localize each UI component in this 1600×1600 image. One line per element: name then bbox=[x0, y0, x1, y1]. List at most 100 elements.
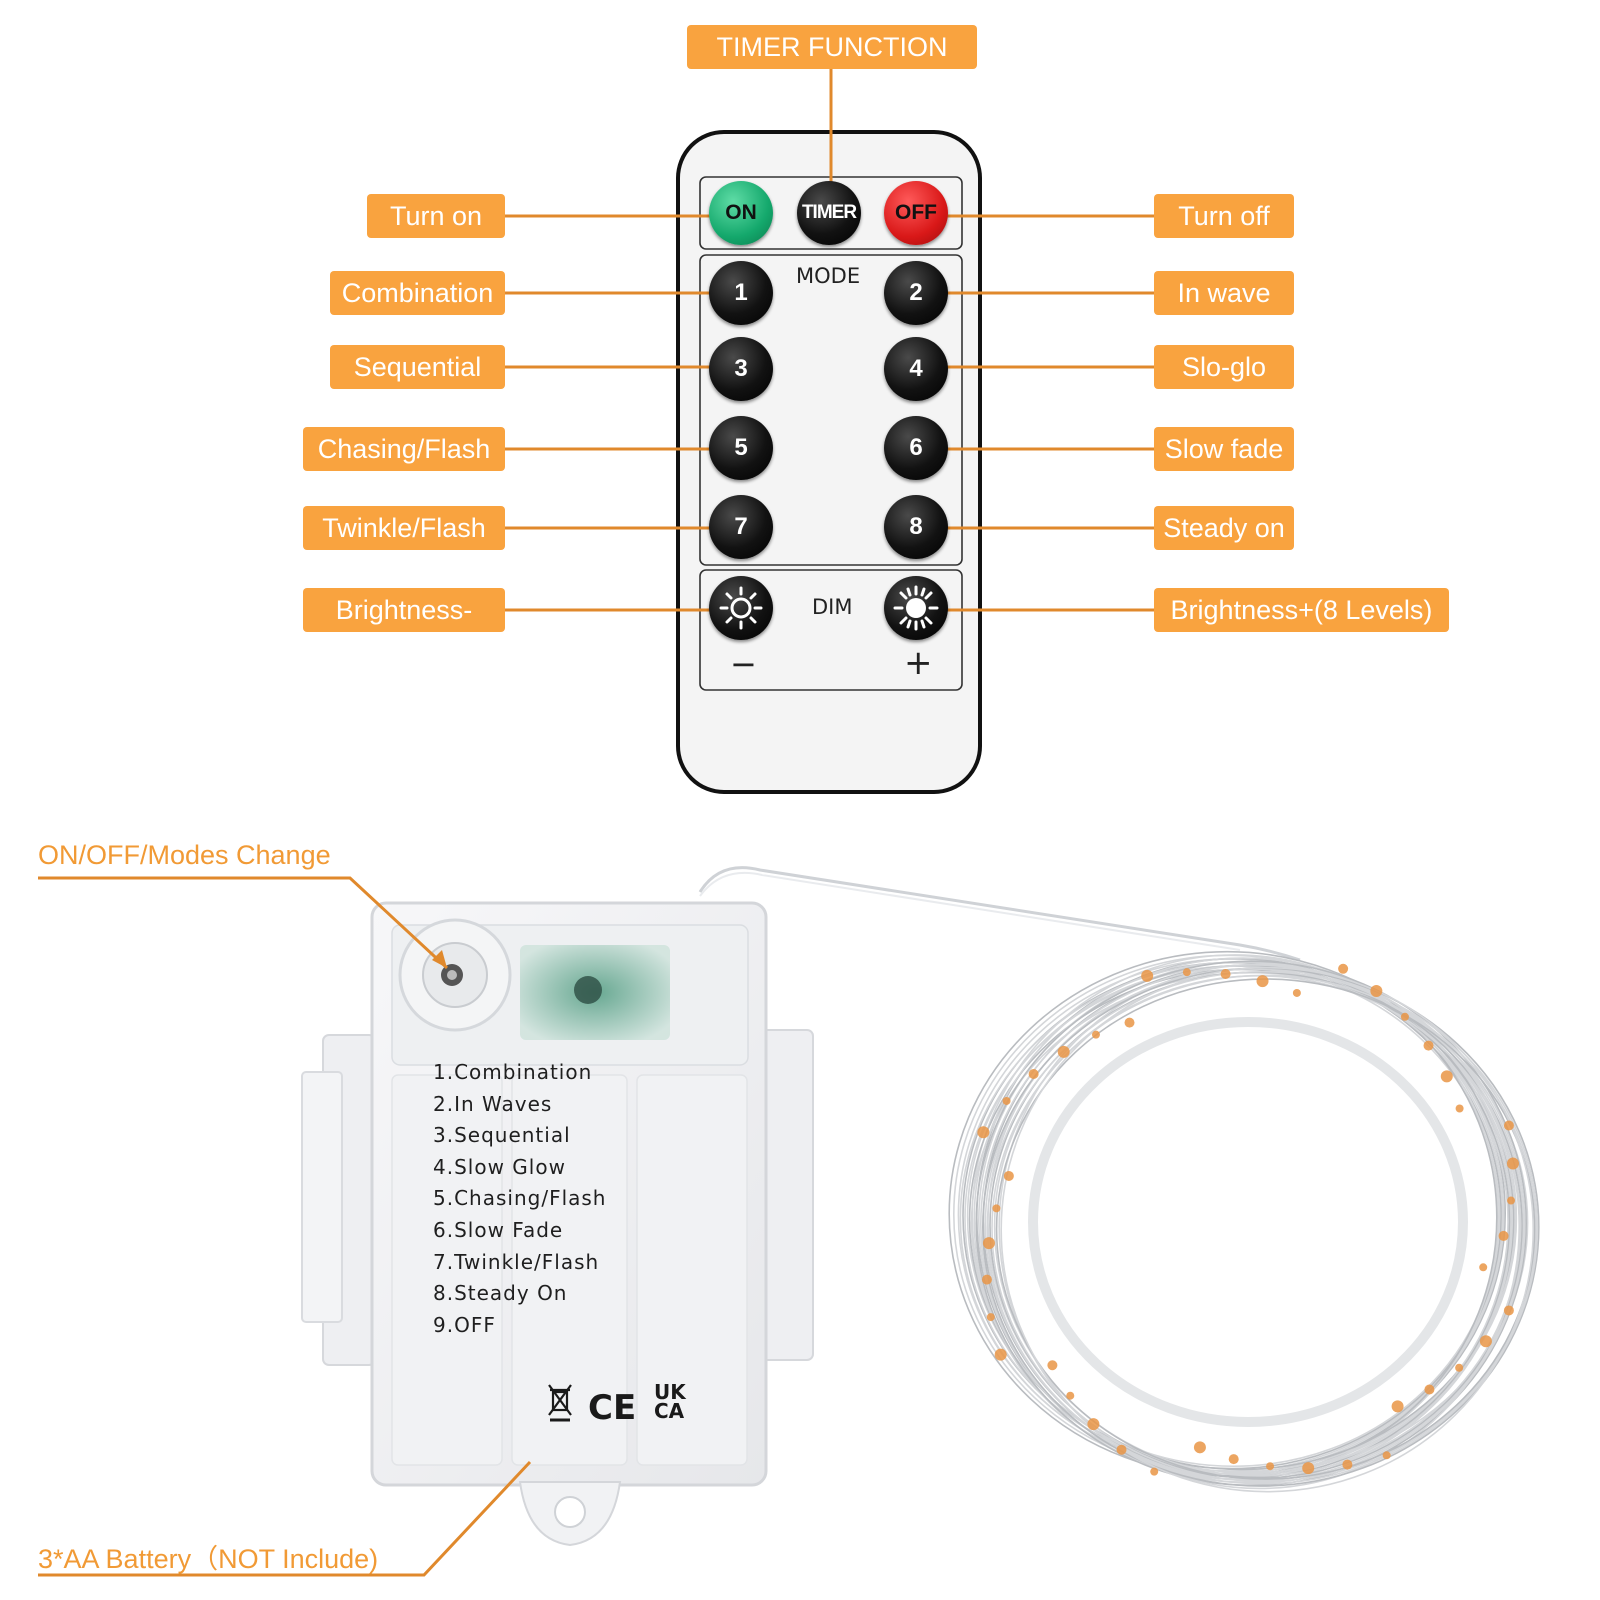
led-bulb bbox=[1423, 1040, 1434, 1051]
brightness-up-button[interactable] bbox=[884, 576, 948, 640]
led-bulb bbox=[1150, 1467, 1159, 1476]
led-bulb bbox=[1087, 1418, 1100, 1431]
on-button[interactable]: ON bbox=[709, 181, 773, 245]
label-chasing-flash: Chasing/Flash bbox=[303, 427, 505, 471]
dim-text: DIM bbox=[812, 595, 853, 619]
led-bulb bbox=[1047, 1360, 1058, 1371]
led-bulb bbox=[1479, 1335, 1492, 1348]
coil-inner-edge bbox=[1028, 1017, 1468, 1427]
led-bulb bbox=[1503, 1305, 1514, 1316]
box-mode-item: 6.Slow Fade bbox=[433, 1217, 564, 1242]
off-button[interactable]: OFF bbox=[884, 181, 948, 245]
led-bulb bbox=[1057, 1045, 1070, 1058]
box-mode-item: 1.Combination bbox=[433, 1060, 593, 1084]
led-bulb bbox=[1220, 969, 1231, 980]
plus-symbol: + bbox=[904, 643, 933, 683]
timer-function-label: TIMER FUNCTION bbox=[687, 25, 977, 69]
box-mode-item: 8.Steady On bbox=[433, 1281, 568, 1306]
remote-dim-panel bbox=[699, 569, 963, 691]
brightness-down-button[interactable] bbox=[709, 576, 773, 640]
wire bbox=[698, 866, 1301, 962]
box-mode-list: 1.Combination 2.In Waves 3.Sequential 4.… bbox=[433, 1057, 606, 1341]
led-bulb bbox=[1002, 1096, 1011, 1105]
mode-button-1[interactable]: 1 bbox=[709, 261, 773, 325]
mode-button-7[interactable]: 7 bbox=[709, 495, 773, 559]
led-bulb bbox=[1256, 975, 1269, 988]
led-bulb bbox=[1338, 963, 1349, 974]
label-turn-on: Turn on bbox=[367, 194, 505, 238]
light-coil bbox=[948, 950, 1540, 1493]
ce-mark: CE bbox=[588, 1388, 637, 1428]
box-mode-item: 7.Twinkle/Flash bbox=[433, 1249, 600, 1274]
led-bulb bbox=[1193, 1441, 1206, 1454]
mode-button-4[interactable]: 4 bbox=[884, 337, 948, 401]
label-slow-fade: Slow fade bbox=[1154, 427, 1294, 471]
label-turn-off: Turn off bbox=[1154, 194, 1294, 238]
timer-button[interactable]: TIMER bbox=[797, 181, 861, 245]
label-twinkle-flash: Twinkle/Flash bbox=[303, 506, 505, 550]
box-mode-item: 4.Slow Glow bbox=[433, 1154, 566, 1179]
right-connectors bbox=[918, 214, 1154, 612]
label-brightness-plus: Brightness+(8 Levels) bbox=[1154, 588, 1449, 632]
led-bulb bbox=[1506, 1157, 1519, 1170]
led-bulb bbox=[1003, 1170, 1014, 1181]
led-bulb bbox=[1455, 1363, 1464, 1372]
led-bulb bbox=[1498, 1230, 1509, 1241]
weee-icon bbox=[548, 1384, 572, 1422]
led-bulb bbox=[1182, 968, 1191, 977]
led-bulb bbox=[1391, 1400, 1404, 1413]
mode-button-2[interactable]: 2 bbox=[884, 261, 948, 325]
label-sequential: Sequential bbox=[330, 345, 505, 389]
left-connectors bbox=[505, 214, 742, 612]
battery-box bbox=[301, 901, 814, 1547]
battery-connector bbox=[38, 1460, 532, 1577]
box-mode-item: 3.Sequential bbox=[433, 1123, 571, 1148]
led-bulb bbox=[1440, 1070, 1453, 1083]
led-bulb bbox=[982, 1237, 995, 1250]
mode-button-8[interactable]: 8 bbox=[884, 495, 948, 559]
sun-bright-icon bbox=[893, 585, 939, 631]
led-bulb bbox=[1141, 969, 1154, 982]
coil-wire bbox=[998, 963, 1520, 1490]
label-combination: Combination bbox=[330, 271, 505, 315]
switch-label: ON/OFF/Modes Change bbox=[38, 840, 331, 870]
led-bulb bbox=[1342, 1459, 1353, 1470]
led-bulb bbox=[1124, 1017, 1135, 1028]
led-bulb bbox=[1266, 1462, 1275, 1471]
label-steady-on: Steady on bbox=[1154, 506, 1294, 550]
led-bulb bbox=[1455, 1104, 1464, 1113]
led-bulb bbox=[1302, 1462, 1315, 1475]
switch-connector bbox=[38, 876, 449, 970]
led-bulb bbox=[977, 1126, 990, 1139]
led-bulb bbox=[1479, 1263, 1488, 1272]
box-mode-item: 9.OFF bbox=[433, 1312, 496, 1337]
mode-button-5[interactable]: 5 bbox=[709, 416, 773, 480]
mode-text: MODE bbox=[796, 264, 861, 288]
led-bulb bbox=[1424, 1384, 1435, 1395]
led-bulb bbox=[992, 1204, 1001, 1213]
box-mode-item: 5.Chasing/Flash bbox=[433, 1186, 607, 1211]
sun-dim-icon bbox=[719, 586, 763, 630]
led-bulb bbox=[1292, 988, 1301, 997]
label-in-wave: In wave bbox=[1154, 271, 1294, 315]
led-bulb bbox=[1370, 984, 1383, 997]
led-bulb bbox=[1507, 1196, 1516, 1205]
mode-button-6[interactable]: 6 bbox=[884, 416, 948, 480]
led-bulb bbox=[1066, 1391, 1075, 1400]
minus-symbol: − bbox=[730, 645, 757, 683]
led-bulb bbox=[1382, 1451, 1391, 1460]
remote-mode-panel bbox=[699, 254, 963, 566]
coil-wire bbox=[1000, 966, 1534, 1493]
led-bulb bbox=[1400, 1012, 1409, 1021]
led-bulb bbox=[994, 1348, 1007, 1361]
mode-button-3[interactable]: 3 bbox=[709, 337, 773, 401]
box-mode-item: 2.In Waves bbox=[433, 1091, 553, 1116]
ca-mark: CA bbox=[654, 1399, 685, 1423]
battery-label: 3*AA Battery（NOT Include) bbox=[38, 1544, 379, 1574]
coil-wire bbox=[986, 970, 1539, 1485]
led-bulb bbox=[1503, 1120, 1514, 1131]
led-bulb bbox=[1228, 1454, 1239, 1465]
led-bulb bbox=[1028, 1069, 1039, 1080]
led-bulb bbox=[981, 1274, 992, 1285]
